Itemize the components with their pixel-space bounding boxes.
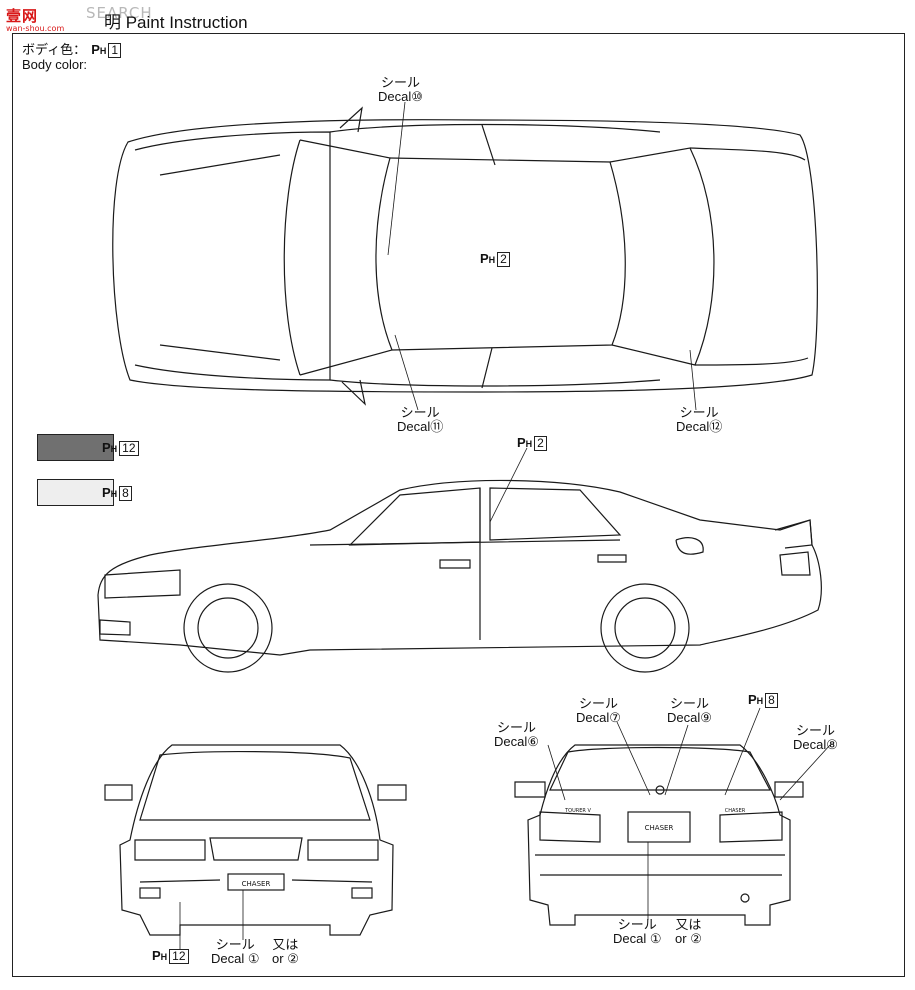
top-view-car <box>112 106 818 406</box>
front-view-car <box>104 744 407 936</box>
rear-plate-text: CHASER <box>645 824 674 832</box>
swatch-light <box>37 479 114 506</box>
body-color-en: Body color: <box>22 57 88 72</box>
rear-badge-right: CHASER <box>725 808 746 814</box>
diagram-frame <box>12 33 905 977</box>
rear-view-car <box>514 744 804 926</box>
front-plate-text: CHASER <box>242 880 271 888</box>
swatch-dark <box>37 434 114 461</box>
leader-lines <box>179 101 831 950</box>
watermark-text: SEARCH <box>86 4 153 22</box>
site-logo: 壹网 <box>6 7 39 25</box>
rear-badge-left: TOURER V <box>564 808 591 814</box>
site-logo-sub: wan-shou.com <box>6 24 65 33</box>
body-color-jp: ボディ色： <box>22 42 87 57</box>
page-title: 明 Paint Instruction <box>104 13 248 32</box>
side-view-car <box>97 479 822 673</box>
